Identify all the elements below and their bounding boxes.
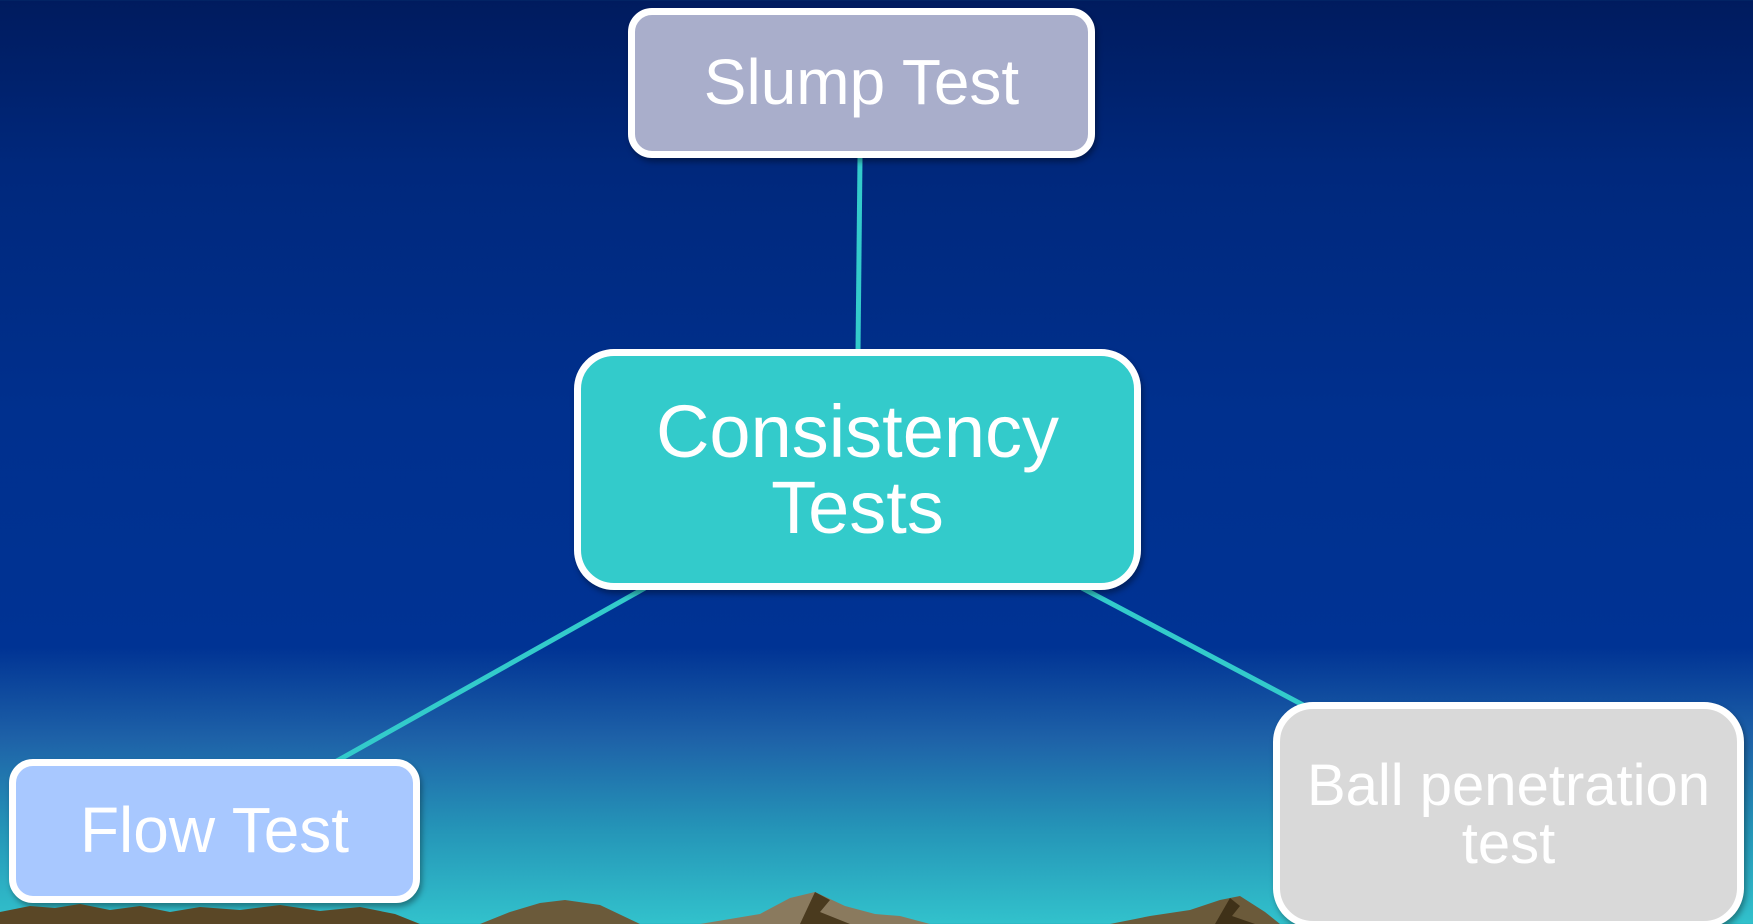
- ball-penetration-test-label: Ball penetration test: [1307, 757, 1710, 873]
- consistency-tests-line1: Consistency: [655, 390, 1060, 474]
- ball-penetration-test-node[interactable]: Ball penetration test: [1273, 702, 1744, 924]
- connector-slump: [855, 157, 863, 353]
- flow-test-node[interactable]: Flow Test: [9, 759, 420, 903]
- connector-flow: [333, 585, 647, 765]
- slump-test-node[interactable]: Slump Test: [628, 8, 1095, 158]
- consistency-tests-label: Consistency Tests: [656, 394, 1059, 545]
- consistency-tests-node[interactable]: Consistency Tests: [574, 349, 1141, 590]
- connector-ball: [1080, 585, 1307, 709]
- ball-penetration-line1: Ball penetration: [1306, 753, 1711, 818]
- slump-test-label: Slump Test: [703, 46, 1020, 119]
- ball-penetration-line2: test: [1461, 811, 1556, 876]
- consistency-tests-line2: Tests: [771, 465, 944, 549]
- flow-test-label: Flow Test: [79, 794, 350, 867]
